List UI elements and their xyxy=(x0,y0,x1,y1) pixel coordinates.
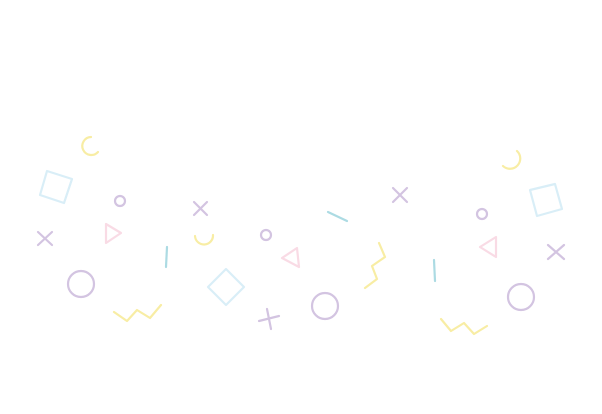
large-circle-icon xyxy=(310,291,340,321)
line-icon xyxy=(326,210,349,223)
arc-icon xyxy=(501,149,522,170)
arc-icon xyxy=(81,135,100,157)
large-circle-icon xyxy=(66,269,96,299)
pink-shapes xyxy=(104,222,498,269)
diamond-icon xyxy=(206,267,246,307)
x-icon xyxy=(546,243,566,261)
triangle-icon xyxy=(280,246,301,269)
square-icon xyxy=(528,182,564,218)
zigzag-icon xyxy=(112,303,163,323)
line-icon xyxy=(164,245,169,269)
small-circle-icon xyxy=(259,228,273,242)
large-circle-icon xyxy=(506,282,536,312)
plus-icon xyxy=(257,307,281,331)
small-circle-icon xyxy=(113,194,127,208)
blue-shapes xyxy=(38,169,564,307)
triangle-icon xyxy=(478,235,498,259)
zigzag-icon xyxy=(439,317,489,336)
teal-shapes xyxy=(164,210,437,283)
square-icon xyxy=(38,169,74,205)
x-icon xyxy=(36,230,54,247)
x-icon xyxy=(391,186,409,204)
yellow-shapes xyxy=(81,135,522,336)
zigzag-icon xyxy=(363,241,387,290)
arc-icon xyxy=(193,233,215,246)
line-icon xyxy=(432,258,437,283)
small-circle-icon xyxy=(475,207,489,221)
triangle-icon xyxy=(104,222,123,245)
purple-shapes xyxy=(36,186,566,331)
x-icon xyxy=(192,200,209,217)
